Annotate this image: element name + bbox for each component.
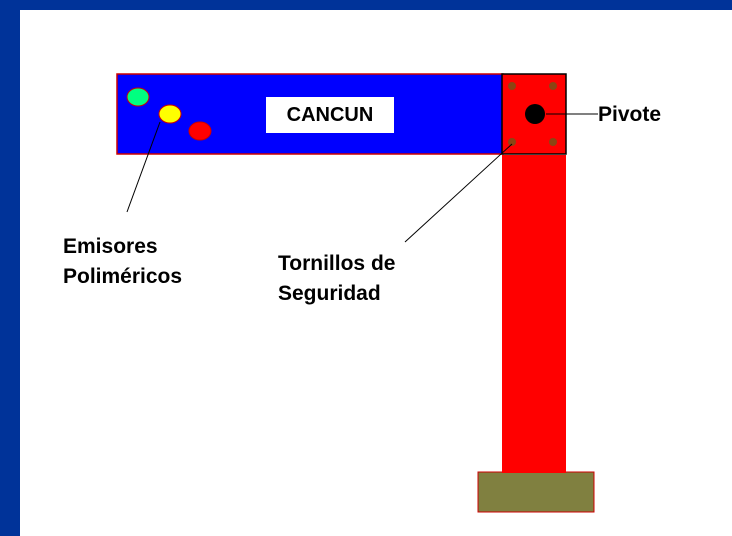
pole-base	[477, 471, 595, 513]
leader-line-tornillos	[404, 143, 513, 243]
leader-line-emisores	[126, 121, 161, 213]
emitter-yellow	[158, 104, 182, 124]
label-pivote: Pivote	[598, 103, 662, 126]
vertical-pole	[502, 155, 566, 473]
screw-top-left	[508, 82, 516, 90]
screw-top-right	[549, 82, 557, 90]
screw-bottom-left	[508, 138, 516, 146]
label-emisores-line2: Poliméricos	[63, 265, 183, 288]
screw-bottom-right	[549, 138, 557, 146]
label-tornillos-line2: Seguridad	[278, 282, 381, 305]
label-emisores-line1: Emisores	[63, 235, 158, 258]
emitter-red	[188, 121, 212, 141]
pivot-point	[525, 104, 545, 124]
sign-text: CANCUN	[266, 97, 394, 133]
emitter-green	[126, 87, 150, 107]
label-tornillos-line1: Tornillos de	[278, 252, 396, 275]
